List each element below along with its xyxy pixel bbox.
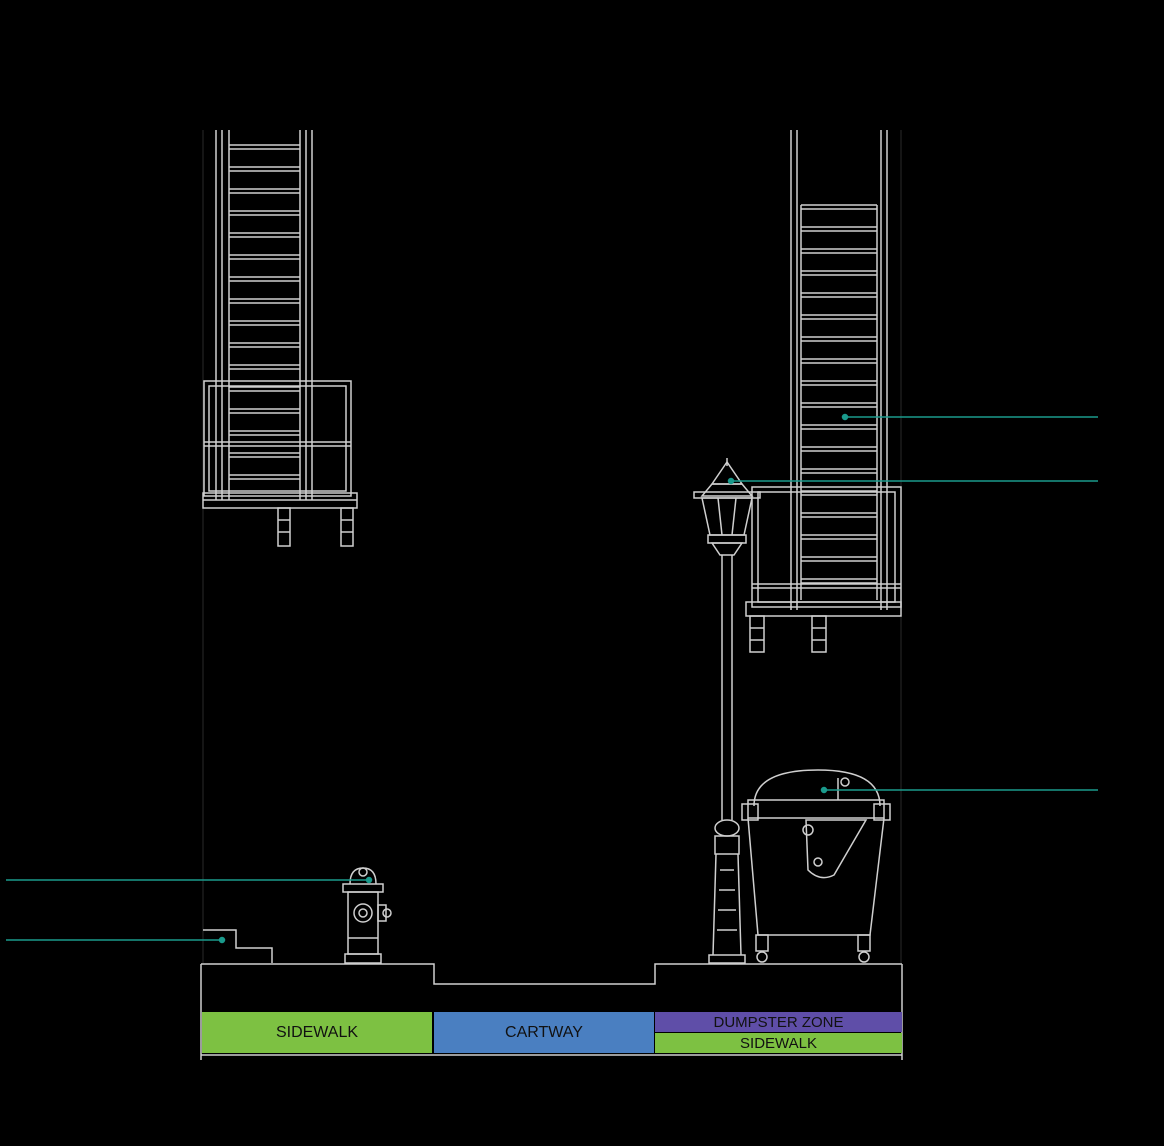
dumpster bbox=[741, 769, 891, 963]
callout-leaders bbox=[6, 413, 1098, 944]
street-lamp bbox=[693, 458, 761, 964]
zone-label-sidewalk-right: SIDEWALK bbox=[740, 1034, 817, 1052]
cartway-band bbox=[434, 1012, 654, 1053]
fire-escape-ladder-left bbox=[202, 130, 358, 547]
fire-hydrant bbox=[342, 867, 392, 964]
sidewalk-band-right bbox=[655, 1033, 902, 1053]
sidewalk-band-left bbox=[202, 1012, 432, 1053]
zone-label-dumpster-zone: DUMPSTER ZONE bbox=[713, 1013, 844, 1031]
entry-steps bbox=[203, 929, 273, 963]
zone-label-sidewalk-left: SIDEWALK bbox=[275, 1023, 359, 1041]
zone-label-cartway: CARTWAY bbox=[505, 1023, 583, 1041]
dumpster-zone-band bbox=[655, 1012, 902, 1032]
zone-bands bbox=[202, 1012, 902, 1053]
fire-escape-ladder-right bbox=[745, 130, 902, 653]
